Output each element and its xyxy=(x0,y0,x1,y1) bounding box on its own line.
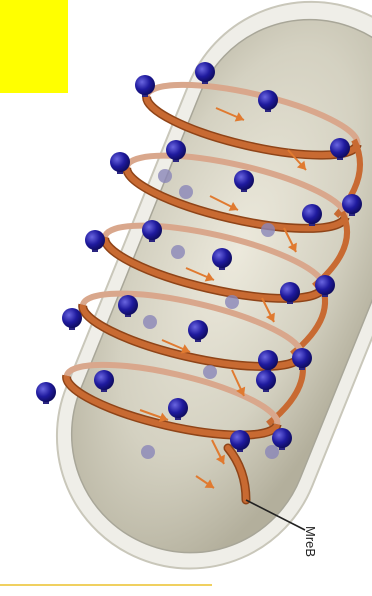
protein-head xyxy=(302,204,322,224)
protein-head xyxy=(342,194,362,214)
protein-head xyxy=(256,370,276,390)
protein-back xyxy=(261,223,275,237)
protein-back xyxy=(143,315,157,329)
protein-back xyxy=(225,295,239,309)
protein-head xyxy=(230,430,250,450)
protein-head xyxy=(142,220,162,240)
protein xyxy=(36,382,56,404)
protein-head xyxy=(258,350,278,370)
protein-head xyxy=(118,295,138,315)
protein xyxy=(85,230,105,252)
protein-back xyxy=(179,185,193,199)
protein-head xyxy=(168,398,188,418)
highlight-box xyxy=(0,0,68,93)
protein-head xyxy=(188,320,208,340)
protein-head xyxy=(85,230,105,250)
protein-head xyxy=(212,248,232,268)
protein-head xyxy=(195,62,215,82)
mreb-label: MreB xyxy=(303,526,317,586)
protein xyxy=(135,75,155,97)
protein-head xyxy=(62,308,82,328)
protein-head xyxy=(292,348,312,368)
protein-head xyxy=(36,382,56,402)
protein-head xyxy=(94,370,114,390)
protein-head xyxy=(110,152,130,172)
protein-head xyxy=(234,170,254,190)
protein-back xyxy=(203,365,217,379)
protein-back xyxy=(158,169,172,183)
protein xyxy=(62,308,82,330)
protein-head xyxy=(272,428,292,448)
protein-head xyxy=(135,75,155,95)
protein-back xyxy=(171,245,185,259)
bottom-bar-edge xyxy=(0,584,212,586)
bottom-bar xyxy=(0,584,212,591)
protein-back xyxy=(141,445,155,459)
protein-head xyxy=(280,282,300,302)
protein-head xyxy=(166,140,186,160)
protein-back xyxy=(265,445,279,459)
protein-head xyxy=(330,138,350,158)
protein-head xyxy=(315,275,335,295)
protein-head xyxy=(258,90,278,110)
